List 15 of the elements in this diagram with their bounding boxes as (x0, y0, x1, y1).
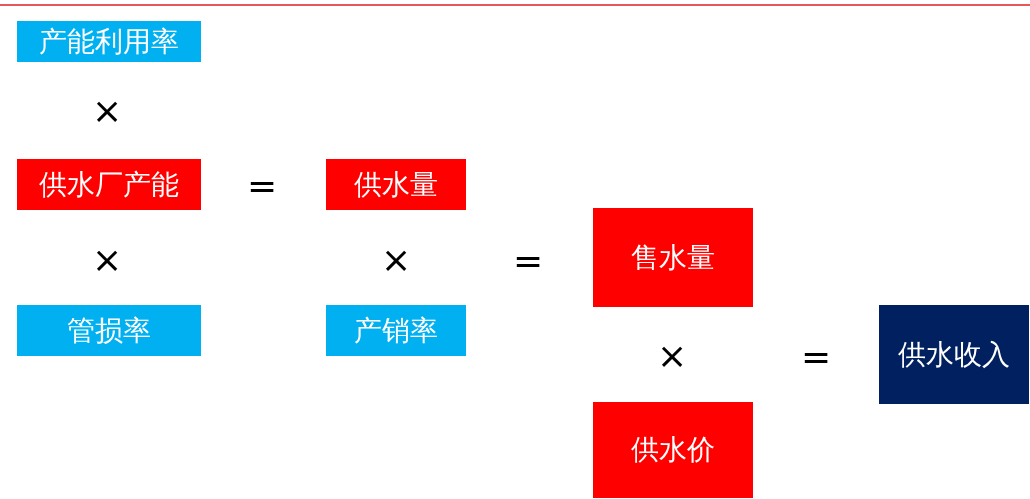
operator-sign: = (512, 243, 544, 279)
operator-sign: × (656, 338, 688, 374)
term-box: 供水价 (593, 402, 753, 498)
term-box: 供水量 (326, 159, 466, 210)
term-box: 售水量 (593, 208, 753, 307)
operator-sign: = (246, 168, 278, 204)
operator-sign: = (800, 339, 832, 375)
operator-sign: × (380, 242, 412, 278)
term-box: 供水厂产能 (17, 159, 201, 210)
operator-sign: × (91, 93, 123, 129)
term-box: 管损率 (17, 305, 201, 356)
term-box: 产销率 (326, 305, 466, 356)
term-box: 供水收入 (879, 305, 1029, 404)
term-box: 产能利用率 (17, 21, 201, 62)
operator-sign: × (91, 242, 123, 278)
